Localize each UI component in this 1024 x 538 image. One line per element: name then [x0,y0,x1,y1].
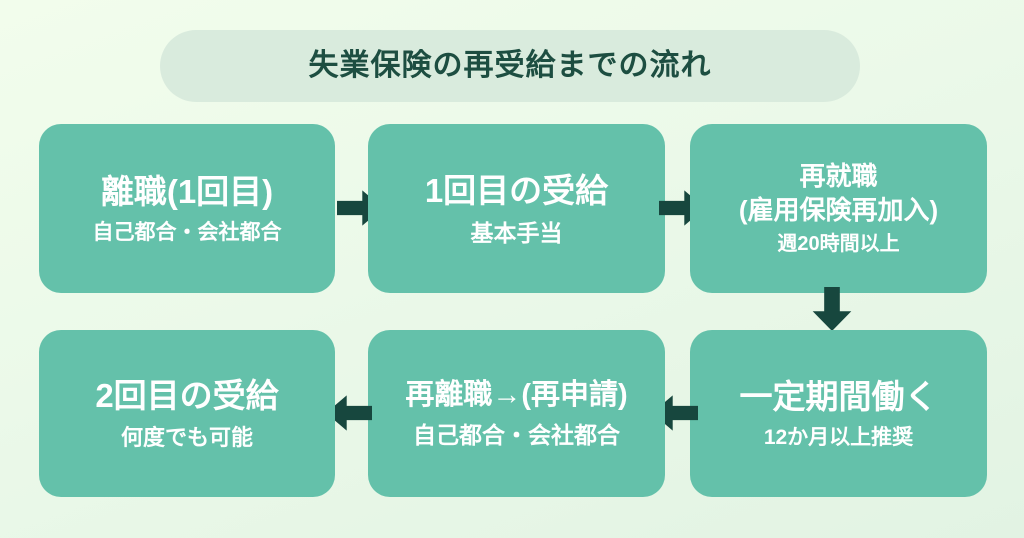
step-title: 2回目の受給 [95,377,279,415]
step-subtitle: 12か月以上推奨 [763,425,914,449]
step-title: 離職(1回目) [100,172,274,210]
step-title: 再離職→(再申請) [405,379,628,412]
step-subtitle: 週20時間以上 [777,232,900,255]
step-subtitle: 何度でも可能 [120,425,253,451]
step-title: 1回目の受給 [424,171,609,209]
step-box-first-benefit: 1回目の受給 基本手当 [368,124,665,293]
step-title: 再就職 (雇用保険再加入) [738,161,939,225]
step-subtitle: 自己都合・会社都合 [92,220,282,244]
step-box-reemployment: 再就職 (雇用保険再加入) 週20時間以上 [690,124,987,293]
step-box-resignation-1: 離職(1回目) 自己都合・会社都合 [39,124,335,293]
page-title: 失業保険の再受給までの流れ [308,49,712,82]
title-pill: 失業保険の再受給までの流れ [160,30,860,102]
step-box-resignation-again: 再離職→(再申請) 自己都合・会社都合 [368,330,665,497]
step-box-second-benefit: 2回目の受給 何度でも可能 [39,330,335,497]
step-subtitle: 基本手当 [470,219,563,246]
arrow-down-icon [812,287,852,331]
step-title: 一定期間働く [739,377,938,415]
step-subtitle: 自己都合・会社都合 [413,421,620,448]
step-box-work-period: 一定期間働く 12か月以上推奨 [690,330,987,497]
